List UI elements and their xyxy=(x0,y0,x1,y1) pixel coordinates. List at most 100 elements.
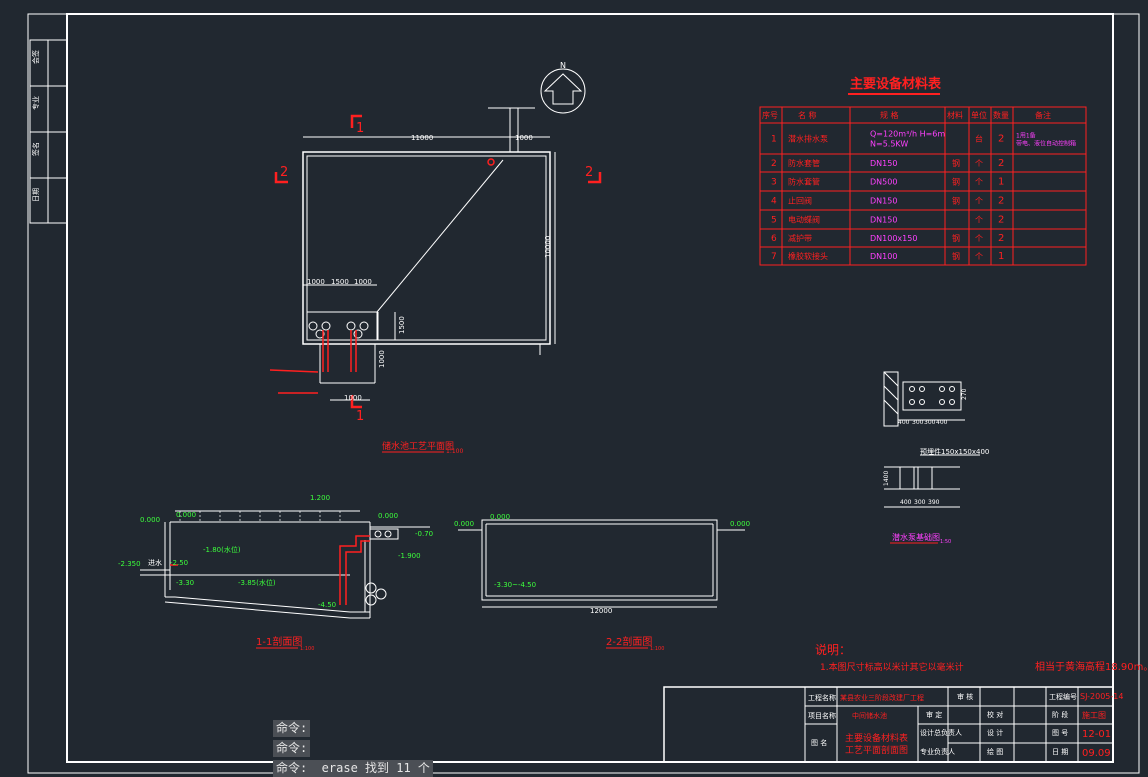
tb-code-label: 工程编号 xyxy=(1049,692,1077,701)
table-cell-spec: DN100 xyxy=(870,252,897,261)
section-2-2[interactable]: 0.000 0.000 0.000 -3.30~-4.50 12000 2-2剖… xyxy=(454,513,750,652)
plan-dim-side: 1500 xyxy=(398,316,406,334)
foundation-title: 潜水泵基础图 xyxy=(892,532,940,542)
level-1-1-pipe-out: -0.70 xyxy=(415,530,433,538)
plan-dim-pit-bottom: 1000 xyxy=(344,394,362,402)
command-history-line: 命令: xyxy=(273,720,311,737)
tb-project-label: 工程名称 xyxy=(808,693,836,702)
plan-dim-c: 1000 xyxy=(354,278,372,286)
table-header: 材料 xyxy=(947,110,963,120)
tb-check: 校 对 xyxy=(987,710,1003,719)
table-header: 单位 xyxy=(971,110,987,120)
foundation-dim: 400 xyxy=(936,419,948,426)
north-arrow-icon: N xyxy=(540,61,586,114)
strip-label: 签名 xyxy=(31,142,40,156)
section-1-1-title: 1-1剖面图 xyxy=(256,635,302,648)
table-cell-name: 止回阀 xyxy=(788,196,812,206)
tb-item-label: 项目名称 xyxy=(808,711,836,720)
level-1-1-water-mid: -3.85(水位) xyxy=(238,578,276,587)
table-cell-material: 钢 xyxy=(952,158,960,168)
level-2-2-ground-left: 0.000 xyxy=(454,520,474,528)
foundation-dim: 390 xyxy=(928,499,940,506)
section-mark-1-top: 1 xyxy=(356,121,364,136)
plan-view[interactable]: 1 1 2 2 11000 1000 10000 1000 1500 1000 … xyxy=(269,107,602,455)
tb-date-value: 09.09 xyxy=(1082,748,1111,759)
level-2-2-ground-right: 0.000 xyxy=(730,520,750,528)
table-cell-spec: DN150 xyxy=(870,197,897,206)
tb-drawing-value-1: 主要设备材料表 xyxy=(845,732,908,744)
table-cell-unit: 个 xyxy=(975,178,983,187)
table-header: 规 格 xyxy=(880,110,899,120)
table-cell-material: 钢 xyxy=(952,177,960,187)
plan-dim-top-right: 1000 xyxy=(515,134,533,142)
tb-code-value: SJ-2005-14 xyxy=(1080,692,1123,701)
notes-line-1: 1.本图尺寸标高以米计其它以毫米计 xyxy=(820,661,964,673)
section-2-2-span: 12000 xyxy=(590,607,612,615)
pump-foundation-detail[interactable]: 400 300 300 400 270 1400 400 300 390 预埋件… xyxy=(883,371,989,545)
table-header: 名 称 xyxy=(798,110,817,120)
plan-dim-a: 1000 xyxy=(307,278,325,286)
table-cell-name: 电动蝶阀 xyxy=(788,215,820,225)
tb-no-value: 12-01 xyxy=(1082,729,1111,740)
tb-date-label: 日 期 xyxy=(1052,748,1068,756)
table-cell-spec: DN500 xyxy=(870,178,897,187)
tb-stage-value: 施工图 xyxy=(1082,710,1106,720)
tb-design-lead: 设计总负责人 xyxy=(920,728,962,737)
tb-draw: 绘 图 xyxy=(987,747,1003,756)
equipment-table[interactable]: 主要设备材料表 序号 名 称 规 格 材料 单位 数量 备注 xyxy=(759,76,1087,266)
level-1-1-inlet-b: -2.50 xyxy=(170,559,188,567)
title-block[interactable]: 工程名称 项目名称 图 名 审 定 设计总负责人 专业负责人 审 核 校 对 设… xyxy=(663,686,1123,763)
level-1-1-water-low: -3.30 xyxy=(176,579,194,587)
table-cell-no: 6 xyxy=(771,234,777,244)
table-cell-spec: DN100x150 xyxy=(870,234,917,243)
plan-scale: 1:100 xyxy=(446,448,463,455)
table-cell-no: 1 xyxy=(771,135,777,145)
section-2-2-scale: 1:100 xyxy=(650,646,664,652)
north-label: N xyxy=(560,61,566,70)
table-cell-no: 5 xyxy=(771,216,777,226)
tb-drawing-label: 图 名 xyxy=(811,738,827,747)
tb-stage-label: 阶 段 xyxy=(1052,710,1068,719)
table-cell-qty: 2 xyxy=(998,196,1004,207)
section-1-1-scale: 1:100 xyxy=(300,646,314,652)
table-cell-material: 钢 xyxy=(952,233,960,243)
tb-approve: 审 定 xyxy=(926,710,942,719)
section-mark-2-left: 2 xyxy=(280,165,288,180)
table-cell-spec: N=5.5KW xyxy=(870,140,908,149)
foundation-dim: 300 xyxy=(924,419,936,426)
notes-right: 相当于黄海高程18.90m。 xyxy=(1035,660,1148,673)
table-cell-no: 4 xyxy=(771,197,777,207)
foundation-dim: 270 xyxy=(961,388,968,400)
strip-label: 会签 xyxy=(31,50,40,64)
tb-design: 设 计 xyxy=(987,728,1003,737)
table-cell-no: 7 xyxy=(771,252,777,262)
table-cell-qty: 1 xyxy=(998,251,1004,262)
inlet-label: 进水 xyxy=(148,558,162,567)
table-cell-name: 橡胶软接头 xyxy=(788,251,828,261)
table-cell-qty: 2 xyxy=(998,158,1004,169)
section-1-1[interactable]: 1.200 0.000 0.000 0.000 -0.70 -1.80(水位) … xyxy=(118,494,433,652)
table-cell-name: 防水套管 xyxy=(788,177,820,187)
level-1-1-water-high: -1.80(水位) xyxy=(203,545,241,554)
table-cell-unit: 个 xyxy=(975,159,983,168)
command-input-line[interactable]: 命令: erase 找到 11 个 xyxy=(273,760,433,777)
foundation-dim: 1400 xyxy=(883,471,890,486)
level-2-2-inner-left: 0.000 xyxy=(490,513,510,521)
table-cell-unit: 个 xyxy=(975,216,983,225)
tb-audit: 审 核 xyxy=(957,692,973,701)
table-header: 序号 xyxy=(762,110,778,120)
equipment-table-title: 主要设备材料表 xyxy=(850,76,942,92)
strip-label: 日期 xyxy=(32,188,40,202)
level-1-1-ground-left: 0.000 xyxy=(140,516,160,524)
strip-label: 专业 xyxy=(31,96,40,110)
section-mark-1-bottom: 1 xyxy=(356,409,364,424)
table-cell-no: 2 xyxy=(771,159,777,169)
table-cell-name: 减护带 xyxy=(788,233,812,243)
section-2-2-title: 2-2剖面图 xyxy=(606,635,652,648)
